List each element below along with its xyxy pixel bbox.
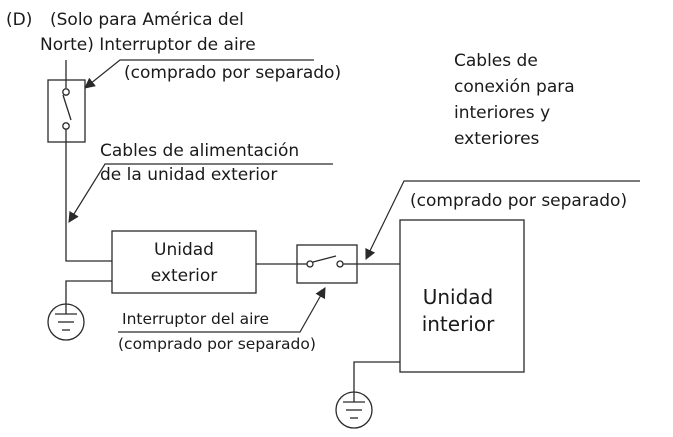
indoor-ground-icon: [335, 391, 373, 429]
breaker-label-line1: (Solo para América del: [50, 10, 244, 30]
outdoor-unit-label-line1: Unidad: [154, 240, 214, 260]
connection-cable-label-line2: conexión para: [454, 77, 575, 97]
power-cable-leader: [68, 163, 333, 223]
indoor-unit-label-line1: Unidad: [423, 285, 494, 309]
power-supply-wire: [65, 142, 112, 262]
connection-cable-label-line4: exteriores: [454, 129, 540, 149]
air-switch-leader: [118, 287, 326, 333]
connection-cable-label-line3: interiores y: [454, 103, 550, 123]
outdoor-unit-box: [111, 230, 257, 294]
outdoor-ground-icon: [47, 303, 85, 341]
connection-cable-leader: [365, 180, 640, 260]
breaker-label-line2: Norte) Interruptor de aire: [40, 35, 256, 55]
indoor-unit-label-line2: interior: [422, 312, 495, 336]
power-cable-label-line1: Cables de alimentación: [100, 141, 299, 161]
connection-cable-label-line5: (comprado por separado): [410, 191, 627, 211]
indoor-unit-box: [399, 219, 525, 373]
outdoor-unit-label-line2: exterior: [151, 266, 217, 286]
air-switch-icon: [297, 255, 357, 268]
breaker-switch-icon: [62, 60, 72, 142]
air-switch-label-line1: Interruptor del aire: [122, 310, 269, 328]
outdoor-ground-wire: [65, 280, 112, 305]
panel-label: (D): [6, 10, 32, 30]
breaker-label-line3: (comprado por separado): [124, 63, 341, 83]
connection-cable-label-line1: Cables de: [454, 51, 538, 71]
breaker-leader: [84, 59, 314, 89]
air-switch-label-line2: (comprado por separado): [118, 335, 316, 353]
indoor-ground-wire: [353, 361, 400, 393]
power-cable-label-line2: de la unidad exterior: [100, 165, 277, 185]
